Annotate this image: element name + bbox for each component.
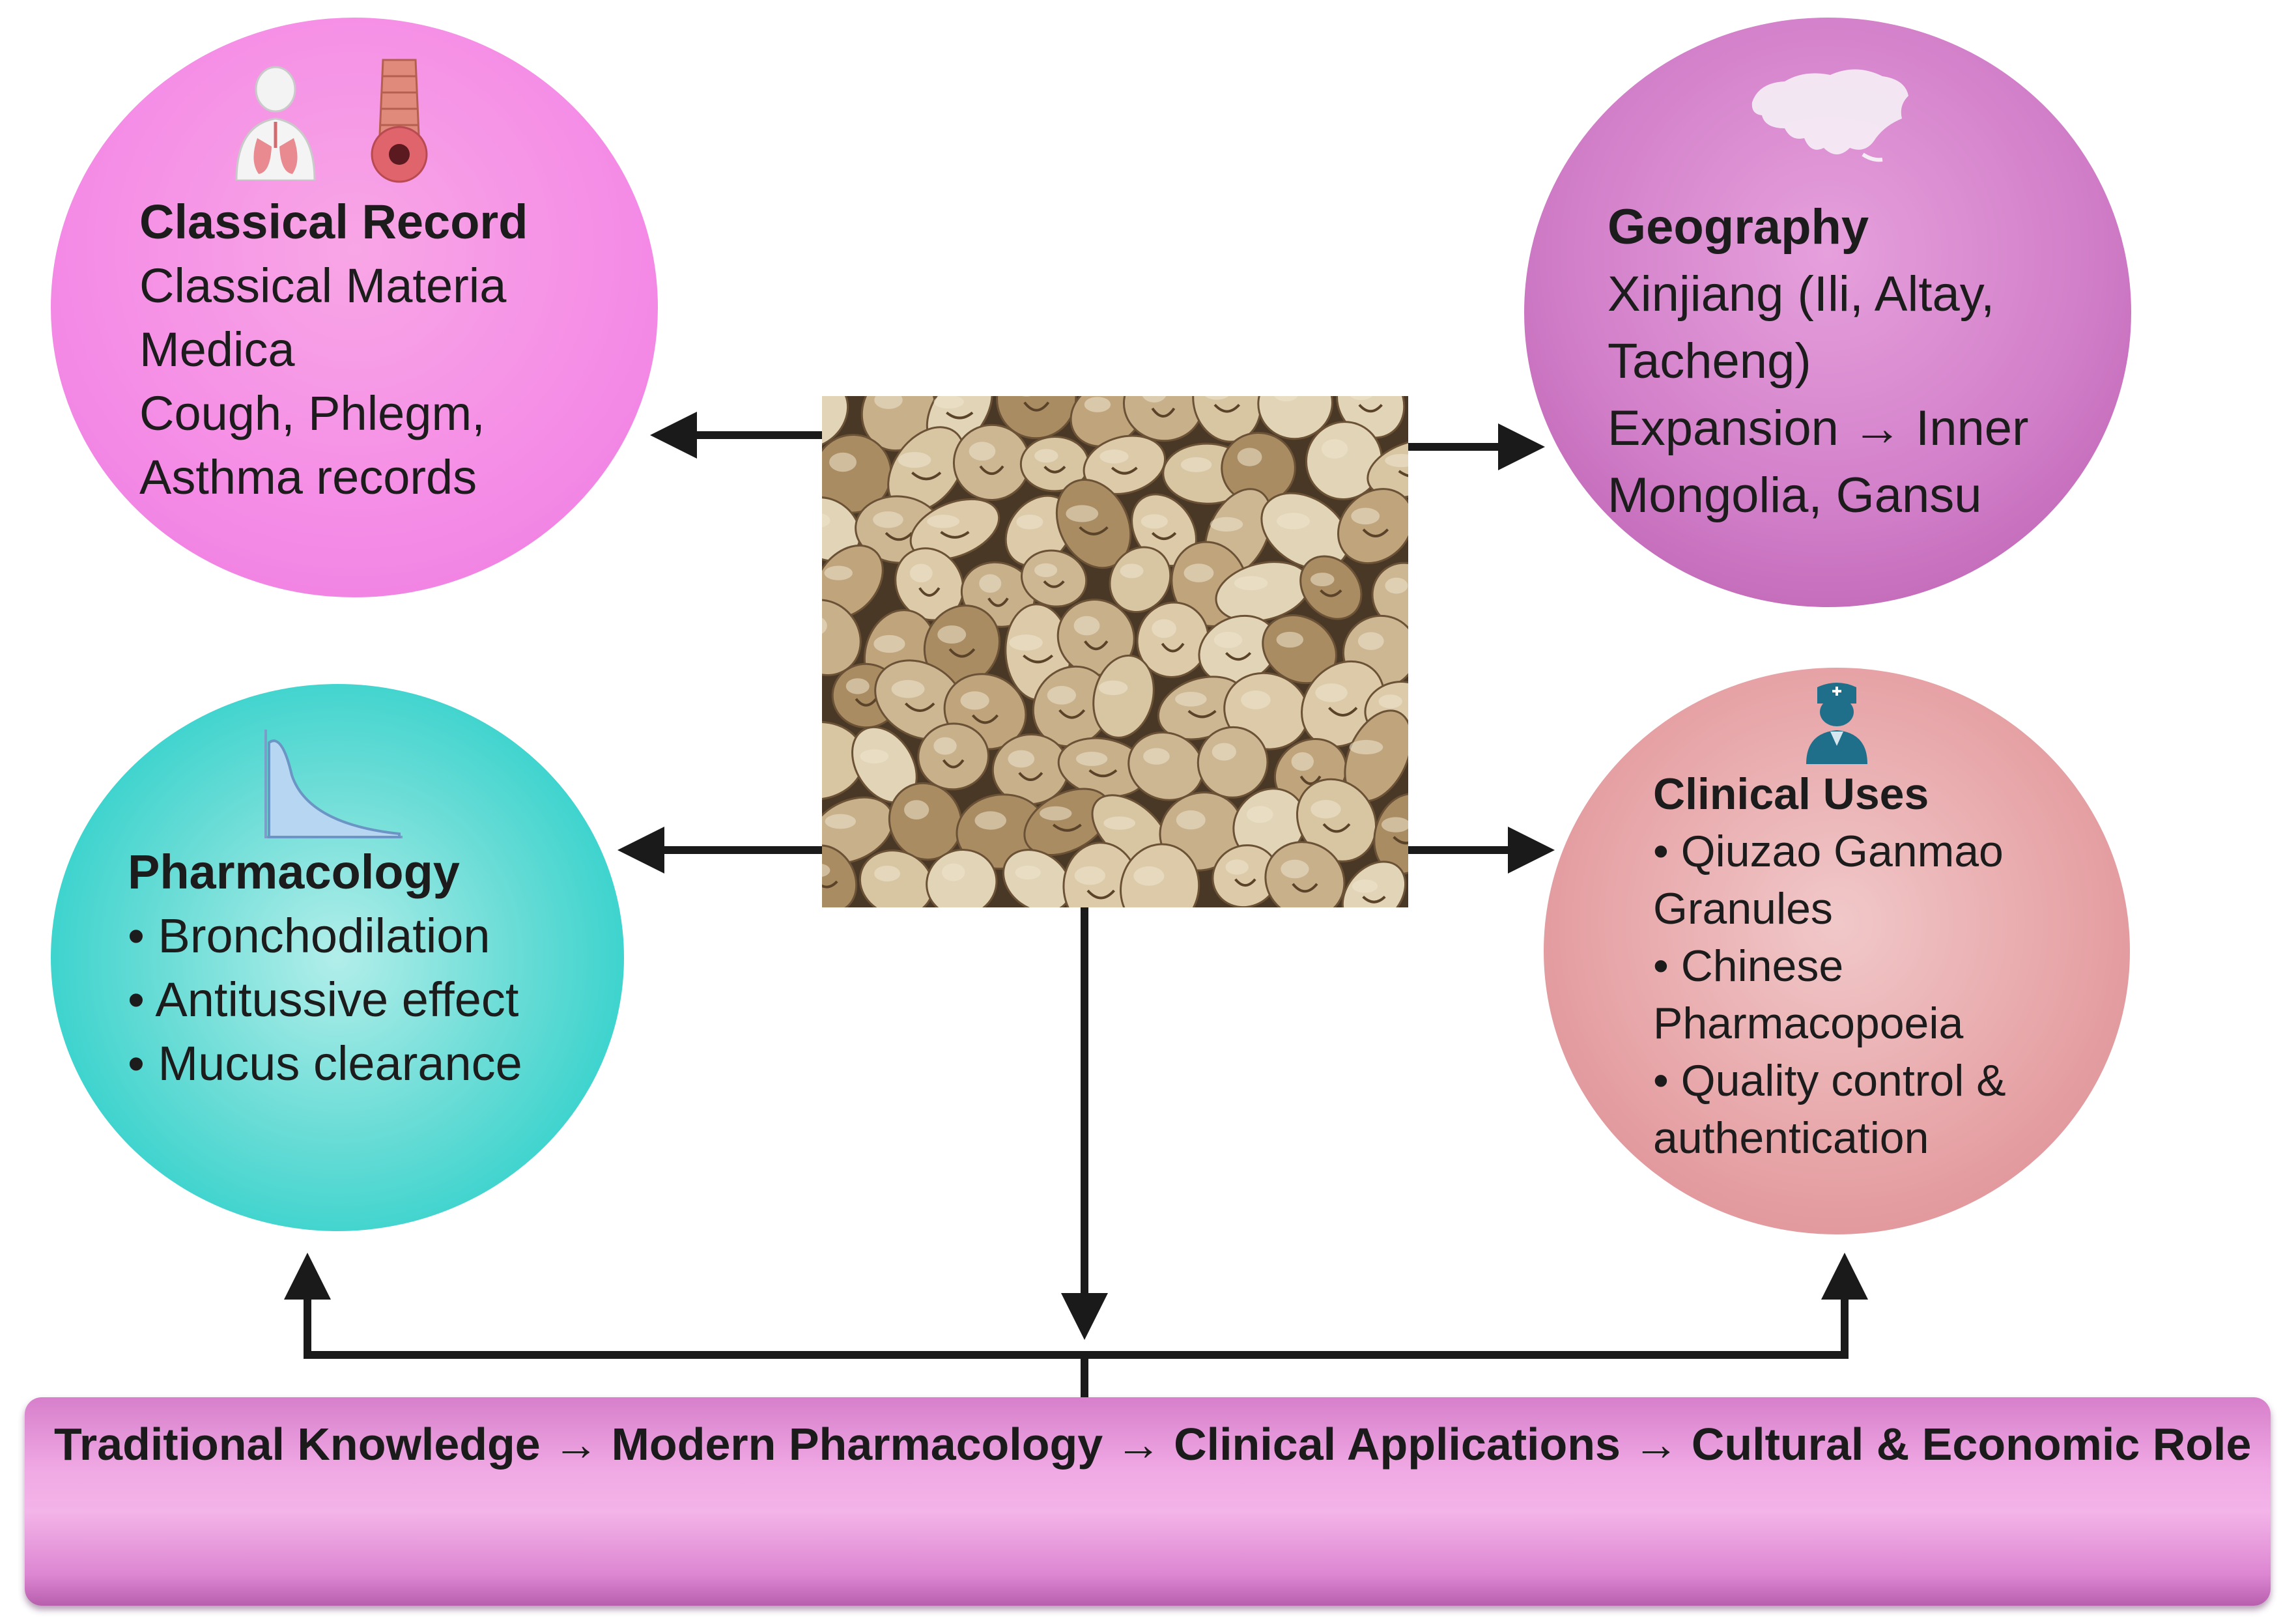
seed-bulb bbox=[888, 782, 963, 861]
clinical-uses-line: • Quality control & bbox=[1653, 1056, 2006, 1105]
seed-bulb bbox=[1197, 726, 1269, 799]
banner-text: Traditional Knowledge → Modern Pharmacol… bbox=[54, 1419, 2252, 1470]
clinical-uses-line: • Qiuzao Ganmao bbox=[1653, 827, 2004, 876]
pharmacology-heading: Pharmacology bbox=[128, 845, 460, 899]
seed-bulb bbox=[1056, 599, 1135, 676]
classical-record-heading: Classical Record bbox=[139, 195, 528, 249]
seed-bulb bbox=[1092, 654, 1155, 739]
seed-bulb bbox=[1336, 396, 1406, 439]
geography-circle: Geography Xinjiang (Ili, Altay, Tacheng)… bbox=[1524, 18, 2131, 607]
clinical-uses-line: authentication bbox=[1653, 1113, 1929, 1163]
clinical-uses-circle: Clinical Uses • Qiuzao Ganmao Granules •… bbox=[1544, 668, 2130, 1234]
clinical-uses-heading: Clinical Uses bbox=[1653, 769, 1929, 819]
seed-bulb bbox=[1057, 737, 1148, 798]
classical-record-line: Asthma records bbox=[139, 450, 477, 504]
seed-bulb bbox=[923, 605, 1000, 687]
seed-bulb bbox=[887, 426, 966, 513]
seed-bulb bbox=[1136, 601, 1210, 678]
seed-bulb bbox=[1299, 555, 1363, 620]
seed-bulb bbox=[858, 849, 934, 907]
seed-bulb bbox=[1021, 549, 1088, 608]
geography-line: Mongolia, Gansu bbox=[1608, 468, 1982, 523]
seed-bulb bbox=[1257, 396, 1333, 440]
seed-bulb bbox=[917, 722, 989, 791]
classical-record-circle: Classical Record Classical Materia Medic… bbox=[51, 18, 658, 597]
seed-bulb bbox=[1083, 434, 1167, 495]
seed-bulb bbox=[1305, 421, 1383, 500]
seed-bulb bbox=[1055, 479, 1132, 569]
seed-bulb bbox=[1371, 562, 1408, 629]
seed-bulb bbox=[1127, 731, 1204, 801]
seed-bulb bbox=[822, 544, 884, 619]
seed-bulb bbox=[1002, 849, 1072, 907]
seed-bulb bbox=[1262, 614, 1337, 685]
seed-bulb bbox=[1344, 709, 1408, 803]
seed-bulb bbox=[1296, 778, 1378, 862]
doctor-icon bbox=[1806, 683, 1867, 764]
classical-record-line: Medica bbox=[139, 322, 295, 377]
clinical-uses-line: Granules bbox=[1653, 884, 1833, 933]
classical-record-line: Cough, Phlegm, bbox=[139, 386, 485, 440]
pharmacology-line: • Mucus clearance bbox=[128, 1036, 522, 1090]
clinical-uses-line: Pharmacopoeia bbox=[1653, 999, 1964, 1048]
seed-bulb bbox=[1157, 676, 1247, 741]
banner-connector-line bbox=[307, 1351, 1088, 1397]
seed-bulb bbox=[1215, 561, 1311, 623]
seed-bulb bbox=[1109, 546, 1172, 613]
seed-bulb bbox=[926, 849, 998, 907]
seed-bulb bbox=[909, 498, 1000, 561]
seed-bulb bbox=[1264, 841, 1346, 907]
airway-trachea-icon bbox=[371, 59, 428, 183]
seed-bulb bbox=[1019, 435, 1090, 492]
geography-line: Xinjiang (Ili, Altay, bbox=[1608, 266, 1995, 322]
pharmacology-line: • Bronchodilation bbox=[128, 909, 490, 963]
pharmacology-line: • Antitussive effect bbox=[128, 973, 519, 1027]
seed-bulb bbox=[1260, 492, 1350, 570]
seed-bulb bbox=[1367, 438, 1408, 499]
center-seeds-photo bbox=[822, 396, 1408, 907]
seed-bulb bbox=[822, 844, 858, 907]
decay-curve-graph-icon bbox=[264, 730, 403, 838]
geography-heading: Geography bbox=[1608, 199, 1869, 255]
seed-bulb bbox=[991, 733, 1070, 806]
geography-line: Tacheng) bbox=[1608, 334, 1811, 389]
seed-bulb bbox=[1337, 488, 1408, 565]
seed-bulb bbox=[822, 396, 849, 449]
seed-bulb bbox=[1341, 861, 1407, 907]
lungs-human-icon bbox=[235, 66, 316, 180]
bottom-banner: Traditional Knowledge → Modern Pharmacol… bbox=[25, 1397, 2271, 1606]
geography-line: Expansion → Inner bbox=[1608, 401, 2029, 456]
pharmacology-circle: Pharmacology • Bronchodilation • Antitus… bbox=[51, 684, 624, 1231]
classical-record-line: Classical Materia bbox=[139, 259, 507, 313]
asia-map-icon bbox=[1751, 69, 1908, 162]
seed-bulb bbox=[1120, 843, 1200, 907]
clinical-uses-line: • Chinese bbox=[1653, 941, 1844, 991]
